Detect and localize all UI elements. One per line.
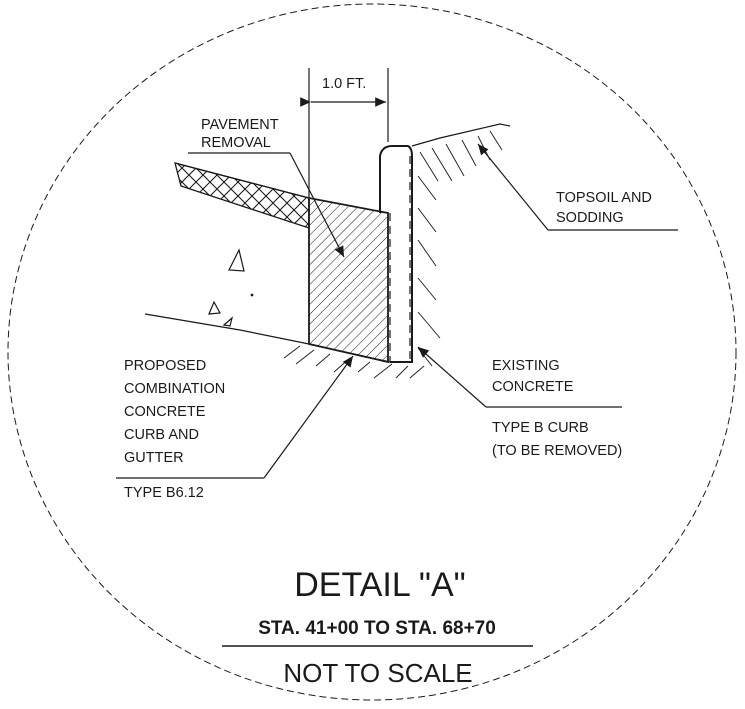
proposed-line-2: COMBINATION (124, 381, 225, 397)
dimension-width: 1.0 FT. (300, 68, 389, 198)
detail-title: DETAIL "A" (294, 566, 466, 604)
detail-circle (7, 3, 737, 701)
existing-type-line-2: (TO BE REMOVED) (492, 443, 622, 459)
proposed-type: TYPE B6.12 (124, 485, 204, 501)
proposed-line-5: GUTTER (124, 450, 184, 466)
pavement-removal-line-1: PAVEMENT (201, 117, 279, 133)
dimension-label: 1.0 FT. (322, 76, 366, 92)
existing-line-2: CONCRETE (492, 379, 574, 395)
scale-note: NOT TO SCALE (283, 658, 472, 688)
proposed-line-3: CONCRETE (124, 404, 206, 420)
proposed-line-1: PROPOSED (124, 358, 206, 374)
proposed-line-4: CURB AND (124, 427, 199, 443)
aggregate-symbols (208, 248, 254, 327)
title-block: DETAIL "A" STA. 41+00 TO STA. 68+70 NOT … (222, 566, 533, 688)
proposed-callout: PROPOSED COMBINATION CONCRETE CURB AND G… (116, 355, 354, 501)
existing-type-line-1: TYPE B CURB (492, 420, 589, 436)
topsoil-line-2: SODDING (556, 210, 624, 226)
existing-line-1: EXISTING (492, 358, 560, 374)
existing-callout: EXISTING CONCRETE TYPE B CURB (TO BE REM… (417, 346, 622, 459)
ground-surface (411, 123, 511, 147)
topsoil-callout: TOPSOIL AND SODDING (477, 143, 678, 231)
existing-pavement-layer (174, 162, 310, 229)
pavement-removal-callout: PAVEMENT REMOVAL (188, 117, 345, 258)
pavement-removal-line-2: REMOVAL (201, 135, 271, 151)
soil-hatching-right (417, 130, 503, 367)
topsoil-line-1: TOPSOIL AND (556, 190, 652, 206)
existing-curb (379, 145, 413, 363)
proposed-curb-gutter (308, 196, 389, 364)
station-range: STA. 41+00 TO STA. 68+70 (258, 618, 496, 639)
